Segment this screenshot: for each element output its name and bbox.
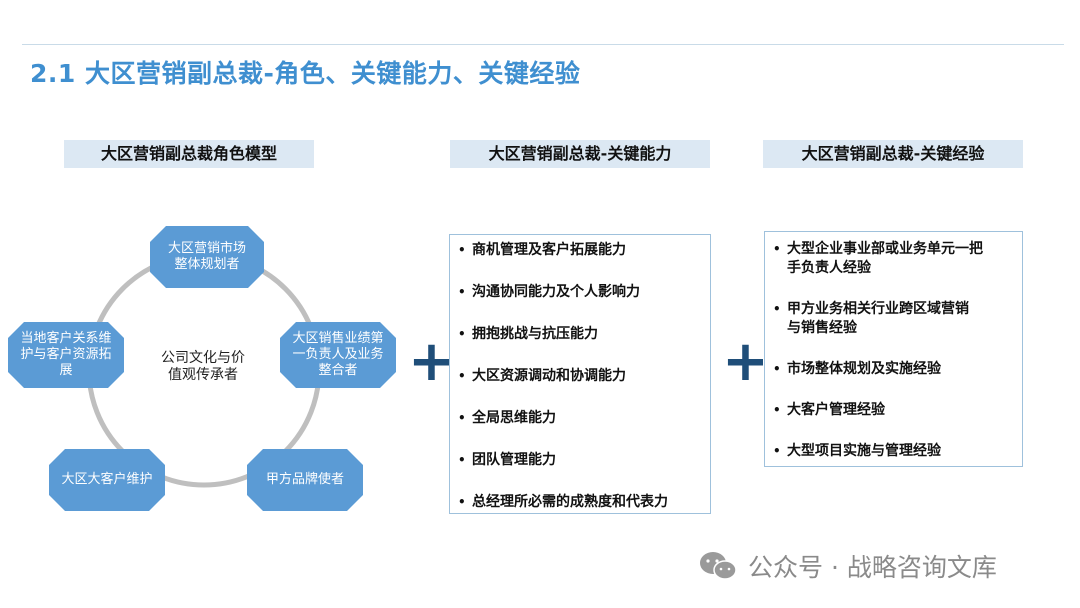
experience-box: 大型企业事业部或业务单元一把手负责人经验甲方业务相关行业跨区域营销与销售经验市场… — [764, 231, 1023, 467]
experience-item: 大型项目实施与管理经验 — [765, 442, 1022, 461]
watermark-text: 公众号 · 战略咨询文库 — [748, 553, 997, 582]
ability-item: 商机管理及客户拓展能力 — [450, 241, 710, 260]
ability-item: 大区资源调动和协调能力 — [450, 367, 710, 386]
wechat-icon — [700, 552, 737, 580]
top-rule — [22, 44, 1064, 45]
header-key-abilities: 大区营销副总裁-关键能力 — [450, 140, 710, 168]
role-node-label-right: 大区销售业绩第一负责人及业务整合者 — [284, 322, 392, 388]
page-title: 2.1 大区营销副总裁-角色、关键能力、关键经验 — [30, 59, 581, 88]
experience-line: 与销售经验 — [787, 320, 857, 336]
ability-item: 沟通协同能力及个人影响力 — [450, 283, 710, 302]
plus-icon: + — [408, 329, 455, 394]
experience-line: 手负责人经验 — [787, 260, 871, 276]
role-node-left — [8, 322, 124, 388]
abilities-box: 商机管理及客户拓展能力沟通协同能力及个人影响力拥抱挑战与抗压能力大区资源调动和协… — [449, 234, 711, 514]
role-node-line: 一负责人及业务 — [292, 347, 384, 362]
role-node-top — [150, 226, 264, 288]
experience-item: 市场整体规划及实施经验 — [765, 360, 1022, 379]
plus-icon: + — [722, 329, 769, 394]
role-node-line: 当地客户关系维 — [20, 331, 112, 346]
role-node-line: 大区大客户维护 — [61, 472, 153, 487]
role-node-line: 整体规划者 — [174, 257, 240, 272]
experience-line: 大客户管理经验 — [787, 402, 885, 418]
role-node-line: 大区销售业绩第 — [292, 331, 384, 346]
role-node-bottom-left — [49, 449, 165, 511]
role-node-line: 甲方品牌使者 — [265, 472, 344, 487]
role-node-line: 展 — [59, 363, 73, 378]
experience-list: 大型企业事业部或业务单元一把手负责人经验甲方业务相关行业跨区域营销与销售经验市场… — [765, 240, 1022, 461]
experience-item: 大客户管理经验 — [765, 401, 1022, 420]
role-center-line: 值观传承者 — [168, 367, 238, 383]
experience-line: 大型项目实施与管理经验 — [787, 443, 941, 459]
experience-line: 甲方业务相关行业跨区域营销 — [787, 301, 969, 317]
experience-line: 市场整体规划及实施经验 — [787, 361, 941, 377]
role-node-right — [280, 322, 396, 388]
header-role-model: 大区营销副总裁角色模型 — [64, 140, 314, 168]
ability-item: 拥抱挑战与抗压能力 — [450, 325, 710, 344]
watermark: 公众号 · 战略咨询文库 — [698, 548, 997, 584]
ability-item: 全局思维能力 — [450, 409, 710, 428]
role-node-label-top: 大区营销市场整体规划者 — [154, 226, 260, 288]
role-node-line: 整合者 — [318, 363, 358, 378]
role-node-line: 大区营销市场 — [167, 241, 246, 256]
header-key-experience: 大区营销副总裁-关键经验 — [763, 140, 1023, 168]
role-node-bottom-right — [247, 449, 363, 511]
experience-line: 大型企业事业部或业务单元一把 — [787, 241, 983, 257]
role-center-line: 公司文化与价 — [161, 350, 245, 366]
role-node-label-left: 当地客户关系维护与客户资源拓展 — [12, 322, 120, 388]
role-node-label-bottom-right: 甲方品牌使者 — [251, 449, 359, 511]
ability-item: 团队管理能力 — [450, 451, 710, 470]
role-model-diagram — [8, 226, 396, 511]
role-node-line: 护与客户资源拓 — [20, 347, 112, 362]
role-node-label-bottom-left: 大区大客户维护 — [53, 449, 161, 511]
role-center-text: 公司文化与价 值观传承者 — [142, 350, 264, 384]
abilities-list: 商机管理及客户拓展能力沟通协同能力及个人影响力拥抱挑战与抗压能力大区资源调动和协… — [450, 241, 710, 512]
ability-item: 总经理所必需的成熟度和代表力 — [450, 493, 710, 512]
